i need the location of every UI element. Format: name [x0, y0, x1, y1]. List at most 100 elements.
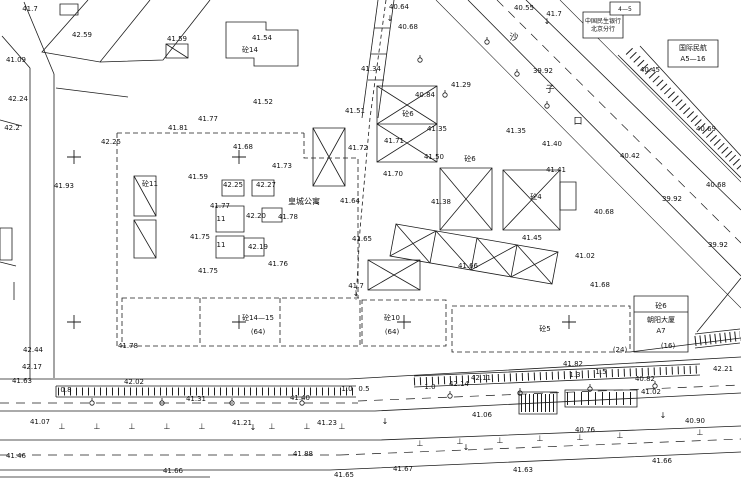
boundary-segment	[0, 262, 16, 266]
spot-elevation: 1.0	[341, 385, 352, 393]
road-name-character: 口	[573, 117, 582, 127]
spot-elevation: 42.59	[72, 31, 92, 39]
spot-elevation: 41.35	[427, 125, 447, 133]
parcel-boundary	[100, 0, 210, 62]
building-story-label: 砼6	[464, 154, 476, 163]
spot-elevation: (64)	[251, 328, 266, 336]
building-outline	[244, 238, 264, 256]
building-story-label: 砼6	[402, 109, 414, 118]
spot-elevation: 42.02	[124, 378, 144, 386]
street-fixture-icon: ⊥	[577, 433, 584, 442]
road-edge	[2, 36, 30, 68]
street-fixture-icon: ⊥	[697, 428, 704, 437]
lane-edge	[378, 0, 394, 118]
spot-elevation: 41.50	[424, 153, 444, 161]
map-annotation: 朝阳大厦	[647, 315, 675, 324]
building-outline	[226, 22, 298, 66]
street-fixture-icon: ⊥	[129, 422, 136, 431]
spot-elevation: 41.51	[345, 107, 365, 115]
spot-elevation: (16)	[661, 342, 676, 350]
planned-building-divider	[200, 298, 280, 346]
spot-elevation: 41.21	[232, 419, 252, 427]
building-outline	[440, 168, 492, 230]
spot-elevation: 42.2	[4, 124, 20, 132]
building-outline	[166, 44, 188, 58]
grid-cross	[232, 315, 246, 329]
spot-elevation: 41.45	[522, 234, 542, 242]
road-edge	[526, 0, 741, 210]
street-fixture-icon: ⊥	[59, 422, 66, 431]
spot-elevation: 41.7	[22, 5, 38, 13]
building-cross	[368, 260, 420, 290]
spot-elevation: 40.64	[389, 3, 410, 11]
spot-elevation: 41.82	[563, 360, 583, 368]
slope-edge	[618, 55, 741, 178]
grid-cross	[232, 150, 246, 164]
spot-elevation: 41.34	[361, 65, 382, 73]
road-edge	[468, 0, 741, 276]
building-outline	[216, 206, 244, 232]
spot-elevation: 42.11	[471, 374, 491, 382]
spot-elevation: 40.42	[620, 152, 640, 160]
flow-arrow-icon: ↓	[353, 289, 360, 298]
spot-elevation: 40.68	[398, 23, 418, 31]
spot-elevation: 41.52	[253, 98, 273, 106]
compound-boundary	[304, 133, 358, 298]
building-outline	[368, 260, 420, 290]
steps-outline	[519, 392, 557, 414]
road-edge	[0, 426, 741, 440]
map-annotation: 4—5	[618, 6, 632, 13]
grid-cross	[397, 315, 411, 329]
spot-elevation: 41.71	[384, 137, 404, 145]
spot-elevation: 41.77	[198, 115, 218, 123]
spot-elevation: 41.65	[352, 235, 372, 243]
spot-elevation: 41.93	[54, 182, 74, 190]
road-symbols: ⊥⊥⊥⊥⊥⊥⊥⊥⊥⊥⊥⊥⊥⊥⊥	[59, 422, 704, 448]
spot-elevation: 41.66	[458, 262, 479, 270]
spot-elevation: 0.8	[60, 386, 71, 394]
slope-edge	[640, 46, 741, 156]
flow-arrow-icon: ↓	[382, 417, 389, 426]
spot-elevation: 40.82	[635, 375, 655, 383]
street-fixture-icon: ⊥	[199, 422, 206, 431]
spot-elevation: 41.02	[641, 388, 661, 396]
road-edge	[0, 393, 741, 411]
manhole-icon	[485, 40, 489, 44]
spot-elevation: 41.68	[590, 281, 610, 289]
ramp-outline	[565, 390, 637, 407]
spot-elevation: 41.65	[334, 471, 354, 479]
spot-elevation: 40.68	[594, 208, 614, 216]
fence-edge	[56, 386, 356, 397]
spot-elevation: 40.45	[640, 66, 660, 74]
spot-elevation: 41.09	[6, 56, 26, 64]
spot-elevation: 42.25	[223, 181, 243, 189]
fence-edge	[414, 364, 700, 387]
road-name-characters: 沙子口	[509, 32, 582, 127]
map-annotation: 北京分行	[591, 25, 615, 33]
spot-elevation: 41.77	[210, 202, 230, 210]
building-story-label: 11	[217, 215, 226, 223]
spot-elevation: 41.23	[317, 419, 337, 427]
spot-elevation: 42.21	[713, 365, 733, 373]
building-story-label: 11	[217, 241, 226, 249]
street-fixture-icon: ⊥	[617, 431, 624, 440]
spot-elevation: 41.35	[506, 127, 526, 135]
flow-arrow-icon: ↓	[660, 411, 667, 420]
building-hatch	[134, 176, 156, 258]
small-structure	[0, 228, 12, 260]
spot-elevation: 39.92	[533, 67, 553, 75]
building-story-label: 砼5	[539, 324, 550, 333]
crosswalk-hatch	[695, 336, 740, 341]
small-label-box	[610, 2, 640, 15]
manhole-icon	[515, 72, 519, 76]
spot-elevation: 41.31	[186, 395, 206, 403]
spot-elevation: 0.5	[358, 385, 369, 393]
spot-elevation: 1.3	[569, 371, 580, 379]
spot-elevation: 39.92	[708, 241, 728, 249]
spot-elevation: 40.84	[415, 91, 436, 99]
